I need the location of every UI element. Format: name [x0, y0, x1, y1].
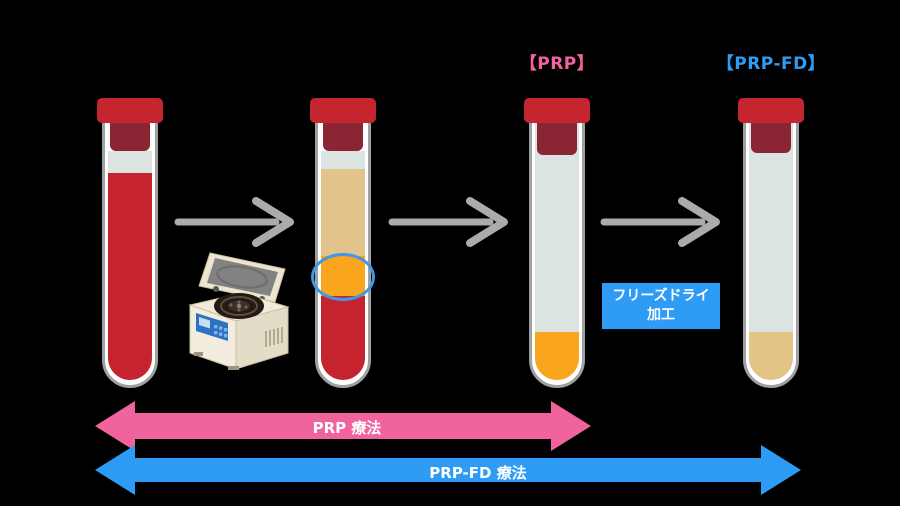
plasma-layer [321, 169, 365, 256]
tube-prp-fd [738, 98, 804, 390]
tube-content [749, 114, 793, 380]
tube-cap [738, 98, 804, 123]
tube-centrifuged [310, 98, 376, 390]
rubber-stopper [110, 119, 150, 151]
freeze-dry-line1: フリーズドライ [612, 288, 710, 304]
centrifuge-foot [194, 352, 203, 356]
centrifuge-control-panel [196, 313, 228, 341]
air-gap [321, 151, 365, 169]
tube-cap [97, 98, 163, 123]
tube-glass [529, 110, 585, 388]
tube-content [535, 114, 579, 380]
prp-header-label: 【PRP】 [519, 54, 595, 74]
prp-therapy-arrow [95, 401, 591, 451]
tube-cap [310, 98, 376, 123]
freeze-dry-line2: 加工 [647, 307, 675, 323]
tube-cap [524, 98, 590, 123]
whole-blood [108, 173, 152, 380]
prp-fd-header-label: 【PRP-FD】 [716, 54, 826, 74]
prp-concentrate [535, 332, 579, 380]
prp-fd-therapy-label: PRP-FD 療法 [429, 464, 527, 482]
process-arrow-icon [388, 197, 508, 247]
centrifuge-icon [188, 252, 290, 370]
centrifuge-rotor [214, 293, 264, 319]
freeze-dry-box: フリーズドライ 加工 [602, 283, 720, 329]
process-arrow-icon [174, 197, 294, 247]
rubber-stopper [323, 119, 363, 151]
freeze-dried-powder [749, 332, 793, 380]
tube-content [108, 114, 152, 380]
red-blood-cells [321, 296, 365, 380]
rubber-stopper [751, 119, 791, 153]
centrifuge-lid [198, 252, 286, 303]
prp-highlight-ellipse [311, 253, 375, 301]
centrifuge-foot [228, 366, 239, 370]
centrifuge-body [188, 292, 290, 370]
tube-glass [743, 110, 799, 388]
tube-glass [102, 110, 158, 388]
tube-glass [315, 110, 371, 388]
rubber-stopper [537, 119, 577, 155]
process-arrow-icon [600, 197, 720, 247]
tube-whole-blood [97, 98, 163, 390]
tube-prp [524, 98, 590, 390]
centrifuge-vents [265, 327, 283, 347]
air-gap [108, 151, 152, 173]
prp-fd-therapy-arrow [95, 445, 801, 495]
prp-therapy-label: PRP 療法 [312, 419, 382, 437]
tube-content [321, 114, 365, 380]
